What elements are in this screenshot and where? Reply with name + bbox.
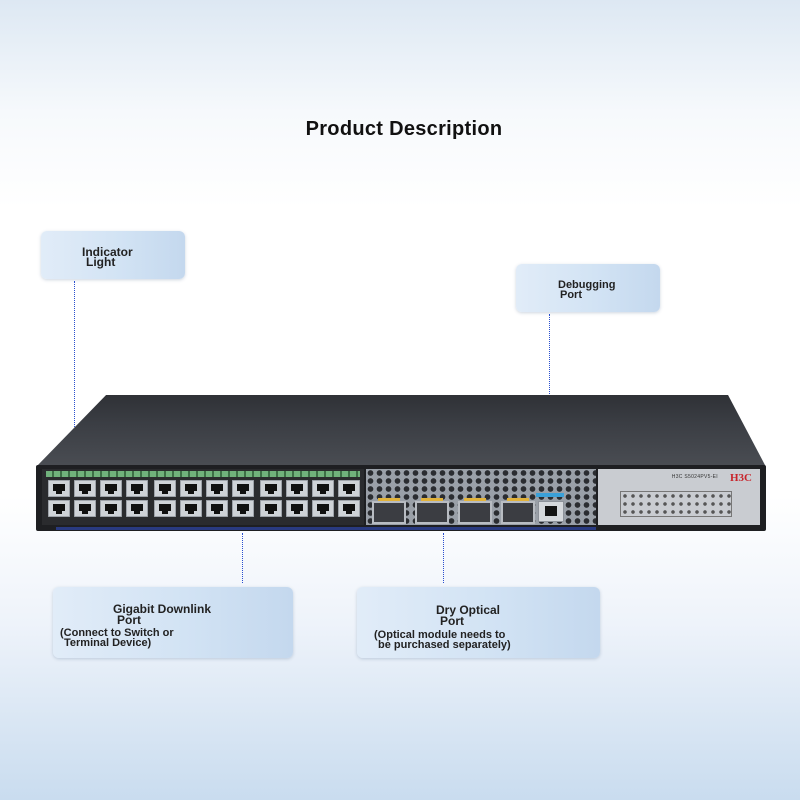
callout-debugging-line1: Debugging — [558, 279, 616, 291]
rj45-port — [232, 500, 254, 517]
rj45-port — [338, 480, 360, 497]
indicator-leader-line — [74, 281, 75, 469]
page-title: Product Description — [305, 118, 503, 140]
callout-downlink-line3: (Connect to Switch or — [60, 627, 174, 639]
rj45-port — [154, 500, 176, 517]
front-label-panel: H3C S5024PV5-EI H3C — [598, 469, 760, 525]
rj45-port — [180, 500, 202, 517]
rj45-port — [100, 480, 122, 497]
rj45-port — [312, 500, 334, 517]
sfp-port-row — [372, 498, 535, 524]
callout-downlink-port: Gigabit Downlink Port (Connect to Switch… — [53, 587, 293, 658]
callout-indicator-light: Indicator Light — [41, 231, 185, 279]
rj45-port — [48, 480, 70, 497]
model-label: H3C S5024PV5-EI — [671, 474, 718, 480]
rj45-port — [206, 500, 228, 517]
callout-downlink-line1: Gigabit Downlink — [113, 602, 211, 616]
rj45-port — [206, 480, 228, 497]
callout-optical-line3: (Optical module needs to — [374, 629, 506, 641]
downlink-leader-line — [242, 533, 243, 583]
rj45-port — [260, 500, 282, 517]
callout-optical-line1: Dry Optical — [436, 603, 501, 617]
sfp-port — [415, 498, 449, 524]
rj45-port — [180, 480, 202, 497]
callout-indicator-line1: Indicator — [82, 245, 133, 259]
rj45-port-panel — [42, 469, 364, 525]
rj45-port — [126, 500, 148, 517]
indicator-led-strip — [46, 471, 360, 477]
rj45-port — [338, 500, 360, 517]
optical-leader-line — [443, 533, 444, 583]
rj45-port — [154, 480, 176, 497]
rj45-port — [232, 480, 254, 497]
rj45-port — [74, 480, 96, 497]
callout-downlink-line4: Terminal Device) — [64, 637, 152, 649]
console-port — [538, 501, 564, 522]
console-port-label — [536, 493, 564, 497]
rj45-group-3 — [260, 480, 361, 517]
callout-optical-port: Dry Optical Port (Optical module needs t… — [357, 587, 600, 658]
callout-optical-line2: Port — [440, 614, 464, 628]
rj45-port — [260, 480, 282, 497]
sfp-port — [458, 498, 492, 524]
brand-logo: H3C — [730, 472, 752, 484]
sfp-port — [501, 498, 535, 524]
rj45-port — [100, 500, 122, 517]
switch-device: H3C S5024PV5-EI H3C — [36, 395, 766, 535]
callout-debugging-line2: Port — [560, 289, 582, 301]
sfp-port — [372, 498, 406, 524]
rj45-group-2 — [154, 480, 255, 517]
switch-front-panel: H3C S5024PV5-EI H3C — [36, 465, 766, 531]
callout-downlink-line2: Port — [117, 613, 141, 627]
rj45-port — [126, 480, 148, 497]
rj45-group-1 — [48, 480, 149, 517]
callout-debugging-port: Debugging Port — [516, 264, 660, 312]
rj45-port — [74, 500, 96, 517]
callout-indicator-line2: Light — [86, 255, 116, 269]
callout-optical-line4: be purchased separately) — [378, 639, 511, 651]
rj45-port — [286, 480, 308, 497]
switch-top-cover — [36, 395, 766, 467]
status-led-grid — [620, 491, 732, 517]
front-edge-highlight — [56, 527, 596, 530]
rj45-port — [312, 480, 334, 497]
rj45-port — [48, 500, 70, 517]
rj45-port — [286, 500, 308, 517]
